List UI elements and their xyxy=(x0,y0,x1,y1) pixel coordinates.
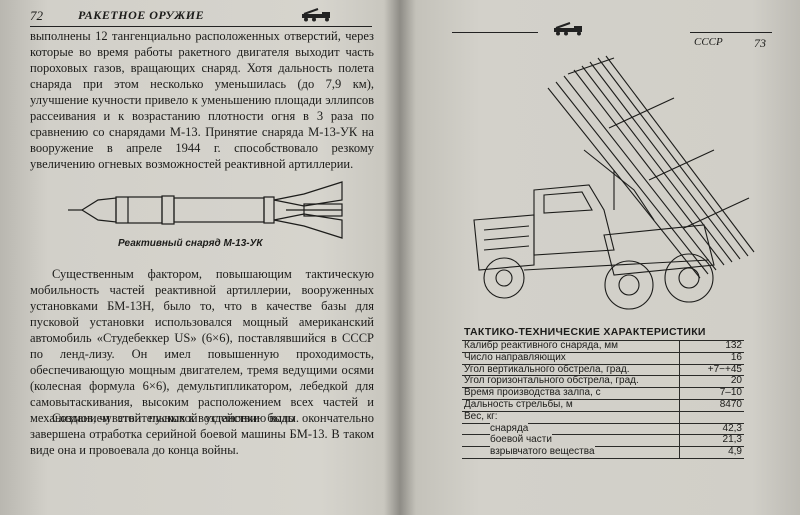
spec-value: 16 xyxy=(679,352,744,365)
spec-label: взрывчатого вещества xyxy=(490,446,595,458)
chapter-title: РАКЕТНОЕ ОРУЖИЕ xyxy=(78,8,205,22)
right-page: СССР 73 xyxy=(404,0,800,515)
paragraph-3: Созданием этой пусковой установки было о… xyxy=(30,411,374,457)
spec-label: снаряда xyxy=(490,422,529,434)
table-row: Вес, кг: xyxy=(462,411,744,424)
rocket-shell-illustration xyxy=(68,181,343,239)
table-row: снаряда 42,3 xyxy=(462,422,744,436)
spec-label: Время производства залпа, с xyxy=(462,387,680,400)
right-page-header: СССР 73 xyxy=(452,22,772,50)
spec-label: Калибр реактивного снаряда, мм xyxy=(462,340,680,353)
rocket-launcher-truck-illustration xyxy=(473,55,755,310)
spec-value: 132 xyxy=(679,340,744,353)
spec-label: Дальность стрельбы, м xyxy=(462,399,680,412)
vehicle-icon xyxy=(554,22,582,36)
left-page: 72 РАКЕТНОЕ ОРУЖИЕ выполнены 12 тангенци… xyxy=(0,0,396,515)
table-row: взрывчатого вещества 4,9 xyxy=(462,446,744,459)
header-rule xyxy=(690,32,772,33)
spec-value: 7–10 xyxy=(679,387,744,400)
specs-table-title: ТАКТИКО-ТЕХНИЧЕСКИЕ ХАРАКТЕРИСТИКИ xyxy=(464,326,706,338)
spec-label: Угол горизонтального обстрела, град. xyxy=(462,376,680,389)
table-row: Угол горизонтального обстрела, град.20 xyxy=(462,376,744,389)
spec-value: +7−+45 xyxy=(679,364,744,377)
spec-value: 21,3 xyxy=(679,435,744,448)
page-number: 73 xyxy=(754,36,766,50)
table-row: Угол вертикального обстрела, град.+7−+45 xyxy=(462,364,744,377)
country-label: СССР xyxy=(694,36,723,48)
spec-label: боевой части xyxy=(490,434,552,446)
spec-label: Число направляющих xyxy=(462,352,680,365)
table-row: боевой части 21,3 xyxy=(462,434,744,448)
spec-label: Вес, кг: xyxy=(462,411,680,424)
spec-value: 4,9 xyxy=(679,446,744,459)
spec-value: 20 xyxy=(679,376,744,389)
left-page-header: 72 РАКЕТНОЕ ОРУЖИЕ xyxy=(30,6,372,27)
page-number: 72 xyxy=(30,8,43,23)
figure-caption: Реактивный снаряд М-13-УК xyxy=(118,238,263,249)
paragraph-1: выполнены 12 тангенциально расположенных… xyxy=(30,29,374,171)
spec-value: 8470 xyxy=(679,399,744,412)
vehicle-icon xyxy=(302,8,330,22)
spec-value: 42,3 xyxy=(679,423,744,436)
spec-label: Угол вертикального обстрела, град. xyxy=(462,364,680,377)
paragraph-2: Существенным фактором, повышающим тактич… xyxy=(30,267,374,425)
header-rule xyxy=(452,32,538,33)
spec-value xyxy=(679,411,744,424)
